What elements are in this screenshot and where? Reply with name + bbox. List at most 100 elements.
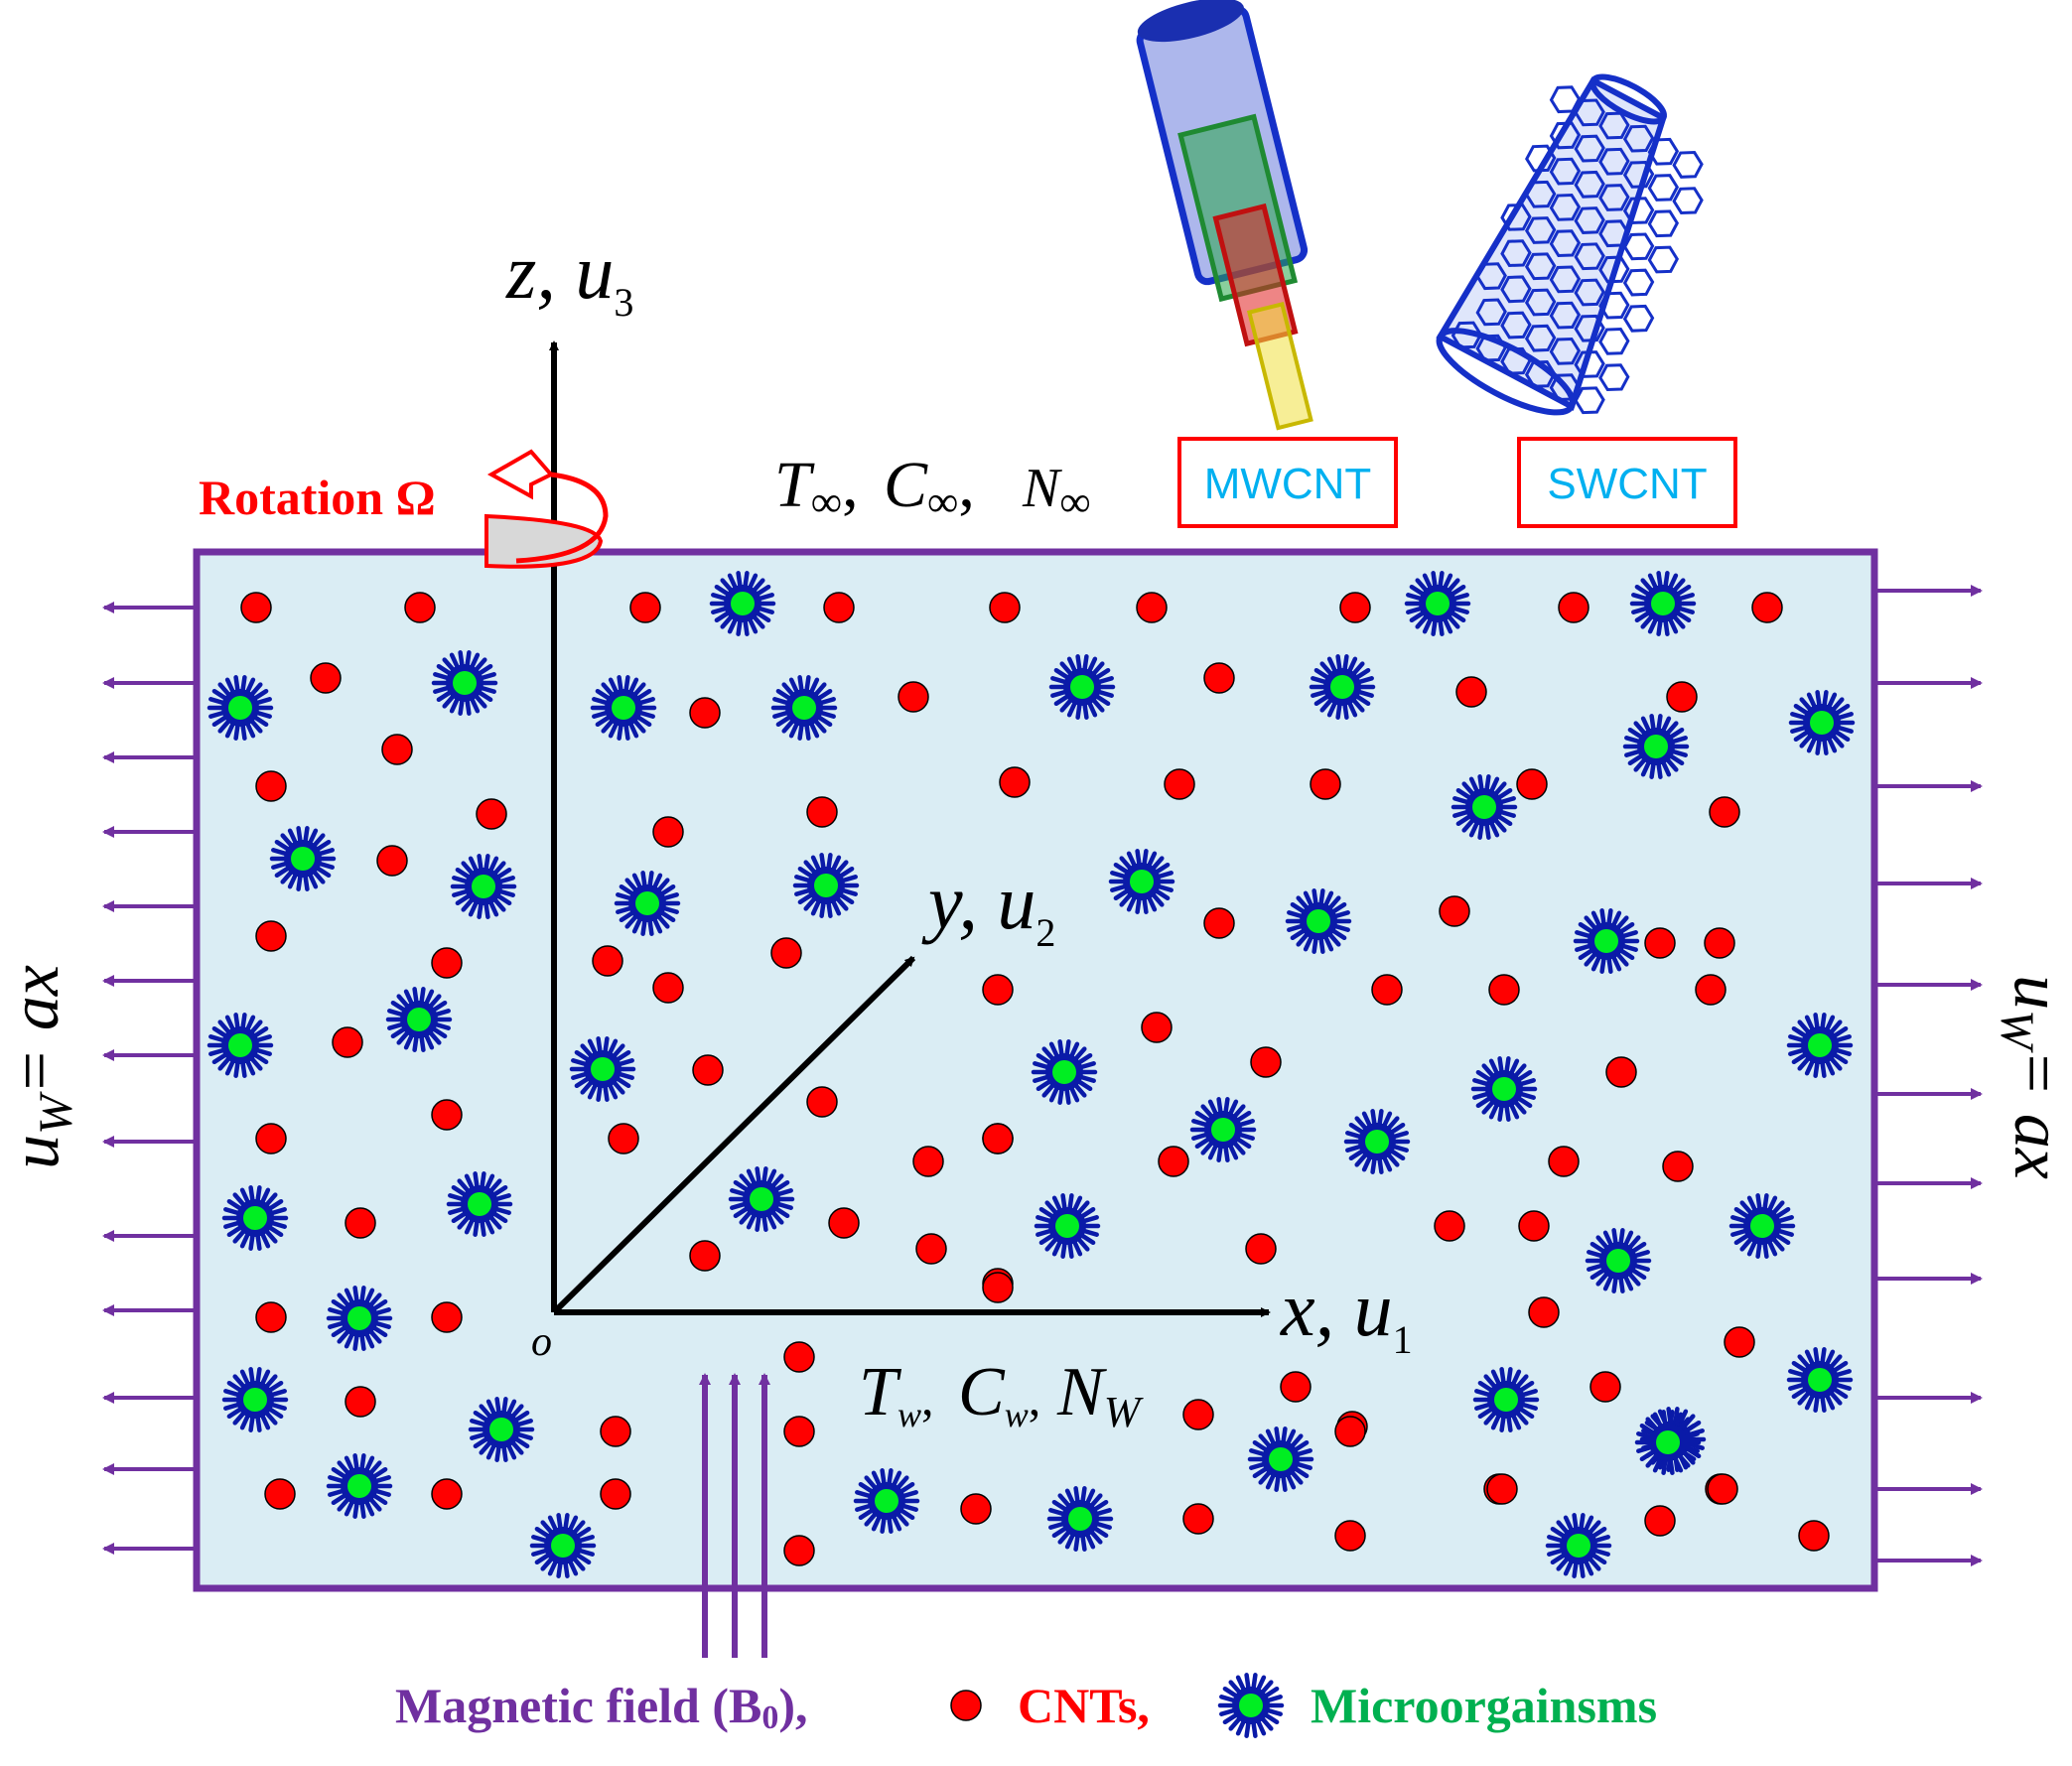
mwcnt-label: MWCNT bbox=[1204, 460, 1372, 508]
cnt-particle-icon bbox=[1203, 662, 1235, 694]
microorganism-icon bbox=[385, 987, 453, 1052]
cnt-particle-icon bbox=[376, 845, 408, 877]
cnt-particle-icon bbox=[982, 974, 1014, 1006]
cnt-particle-icon bbox=[1644, 1505, 1676, 1537]
cnt-particle-icon bbox=[1704, 927, 1735, 959]
microorganism-icon bbox=[450, 854, 517, 919]
cnt-particle-icon bbox=[1203, 907, 1235, 939]
cnt-particle-icon bbox=[1164, 768, 1195, 800]
cnt-particle-icon bbox=[1662, 1151, 1694, 1182]
cnt-particle-icon bbox=[332, 1026, 363, 1058]
cnt-particle-icon bbox=[783, 1416, 815, 1447]
microorganism-icon bbox=[1472, 1367, 1540, 1432]
cnt-particle-icon bbox=[1280, 1371, 1312, 1403]
microorganism-icon bbox=[853, 1468, 920, 1534]
cnt-particle-icon bbox=[431, 947, 463, 979]
cnt-particle-icon bbox=[240, 592, 272, 623]
cnt-particle-icon bbox=[431, 1301, 463, 1333]
n-wall: NW bbox=[1056, 1354, 1144, 1436]
microorganism-icon bbox=[1217, 1673, 1285, 1738]
cnt-particle-icon bbox=[264, 1478, 296, 1510]
swcnt-box bbox=[1517, 437, 1737, 528]
mwcnt-box bbox=[1177, 437, 1398, 528]
microorganism-icon bbox=[446, 1171, 513, 1237]
cnt-particle-icon bbox=[960, 1493, 992, 1525]
legend-micro: Microorgainsms bbox=[1311, 1678, 1657, 1733]
x-axis-label: x, u1 bbox=[1280, 1266, 1413, 1362]
cnt-particle-icon bbox=[310, 662, 342, 694]
magnetic-field-arrows bbox=[699, 1373, 770, 1658]
microorganism-icon bbox=[269, 826, 337, 891]
legend-cnt: CNTs, bbox=[1018, 1678, 1150, 1733]
cnt-particle-icon bbox=[1798, 1520, 1830, 1552]
c-wall: Cw, bbox=[958, 1354, 1040, 1434]
cnt-particle-icon bbox=[1724, 1326, 1755, 1358]
microorganism-icon bbox=[1247, 1426, 1314, 1492]
cnt-particle-icon bbox=[1439, 895, 1470, 927]
cnt-particle-icon bbox=[823, 592, 855, 623]
cnt-particle-icon bbox=[1548, 1146, 1580, 1177]
cnt-particle-icon bbox=[381, 734, 413, 765]
microorganism-icon bbox=[1034, 1193, 1101, 1259]
microorganism-icon bbox=[728, 1166, 795, 1232]
cnt-particle-icon bbox=[1136, 592, 1168, 623]
cnt-particle-icon bbox=[652, 816, 684, 848]
mwcnt-icon bbox=[1136, 0, 1313, 431]
microorganism-icon bbox=[1189, 1097, 1257, 1162]
cnt-particle-icon bbox=[1310, 768, 1341, 800]
cnt-particle-icon bbox=[898, 681, 929, 713]
cnt-particle-icon bbox=[255, 1301, 287, 1333]
cnt-particle-icon bbox=[431, 1478, 463, 1510]
microorganism-icon bbox=[1450, 774, 1518, 840]
cnt-particle-icon bbox=[1518, 1210, 1550, 1242]
c-inf: C∞, bbox=[884, 449, 975, 526]
cnt-particle-icon bbox=[1589, 1371, 1621, 1403]
microorganism-icon bbox=[1728, 1193, 1796, 1259]
cnt-particle-icon bbox=[950, 1690, 982, 1721]
wall-conditions: Tw, Cw, NW bbox=[859, 1354, 1144, 1436]
microorganism-icon bbox=[1634, 1410, 1702, 1475]
cnt-particle-icon bbox=[982, 1272, 1014, 1303]
microorganism-icon bbox=[1622, 714, 1690, 779]
cnt-particle-icon bbox=[1245, 1233, 1277, 1265]
microorganism-icon bbox=[590, 675, 657, 741]
left-stretch-label: uW= ax bbox=[0, 965, 82, 1169]
cnt-particle-icon bbox=[345, 1207, 376, 1239]
microorganism-icon bbox=[1629, 571, 1697, 636]
microorganism-icon bbox=[709, 571, 776, 636]
cnt-particle-icon bbox=[255, 1123, 287, 1155]
cnt-particle-icon bbox=[1371, 974, 1403, 1006]
cnt-particle-icon bbox=[1528, 1296, 1560, 1328]
cnt-particle-icon bbox=[629, 592, 661, 623]
cnt-particle-icon bbox=[431, 1099, 463, 1131]
cnt-particle-icon bbox=[1644, 927, 1676, 959]
cnt-particle-icon bbox=[692, 1054, 724, 1086]
cnt-particle-icon bbox=[1707, 1473, 1738, 1505]
cnt-particle-icon bbox=[608, 1123, 639, 1155]
cnt-particle-icon bbox=[1666, 681, 1698, 713]
microorganism-icon bbox=[529, 1513, 597, 1578]
cnt-particle-icon bbox=[689, 697, 721, 729]
microorganism-icon bbox=[1786, 1347, 1854, 1413]
microorganism-icon bbox=[326, 1286, 393, 1351]
cnt-particle-icon bbox=[345, 1386, 376, 1418]
cnt-particle-icon bbox=[915, 1233, 947, 1265]
cnt-particle-icon bbox=[652, 972, 684, 1004]
legend: Magnetic field (B0), CNTs, Microorgainsm… bbox=[395, 1673, 1657, 1738]
cnt-particle-icon bbox=[783, 1535, 815, 1566]
microorganism-icon bbox=[1585, 1228, 1652, 1293]
cnt-particle-icon bbox=[1334, 1416, 1366, 1447]
origin-label: o bbox=[531, 1319, 552, 1365]
t-inf: T∞, bbox=[774, 449, 859, 526]
n-inf: N∞ bbox=[1022, 458, 1091, 526]
rotation-label: Rotation Ω bbox=[199, 470, 436, 525]
microorganism-icon bbox=[468, 1397, 535, 1462]
cnt-particle-icon bbox=[770, 937, 802, 969]
cnt-particle-icon bbox=[592, 945, 623, 977]
z-axis-label: z, u3 bbox=[505, 228, 633, 325]
t-wall: Tw, bbox=[859, 1354, 933, 1434]
microorganism-icon bbox=[569, 1036, 636, 1102]
microorganism-icon bbox=[326, 1453, 393, 1519]
cnt-particle-icon bbox=[1751, 592, 1783, 623]
